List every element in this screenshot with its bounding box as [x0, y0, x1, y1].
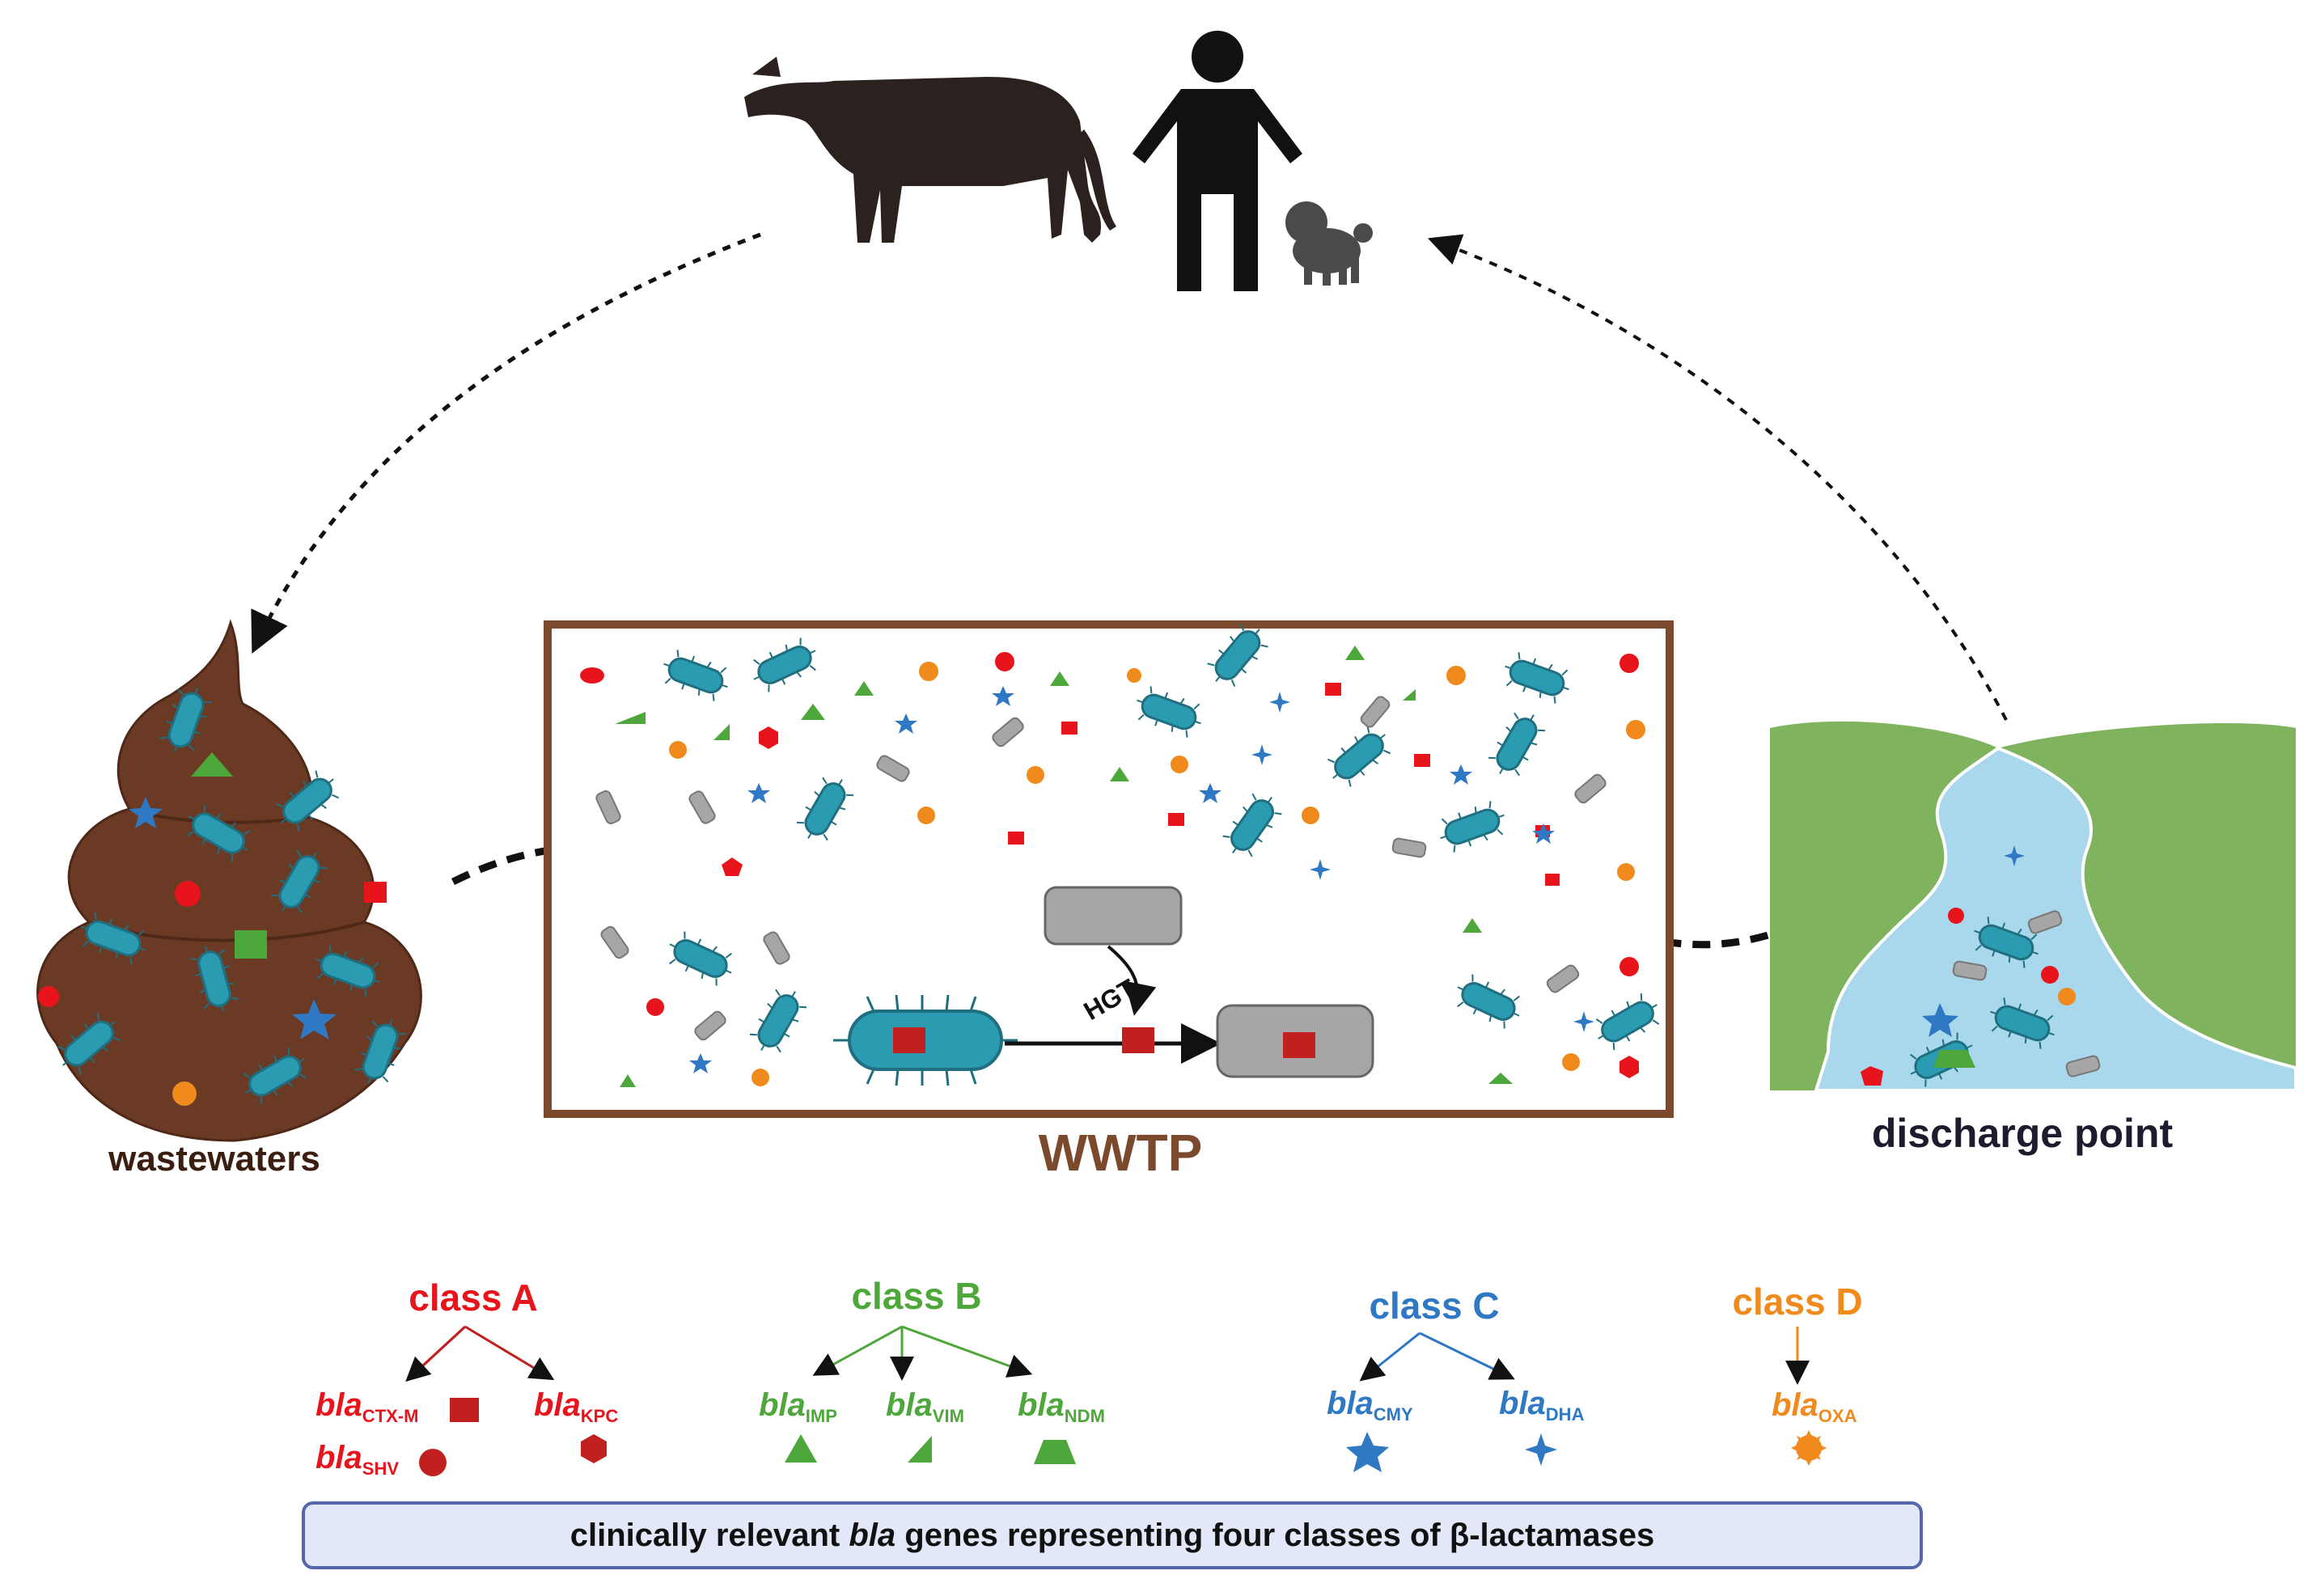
wwtp-box [544, 620, 1674, 1118]
gene-bla-ctx-m: blaCTX-M [315, 1387, 418, 1426]
discharge-illustration [1770, 721, 2297, 1092]
wwtp-label: WWTP [1039, 1124, 1203, 1182]
cmy-star-icon [1346, 1432, 1389, 1472]
cow-icon [744, 57, 1116, 243]
class-b-label: class B [851, 1275, 981, 1317]
gene-bla-kpc: blaKPC [534, 1387, 618, 1426]
class-d-label: class D [1732, 1281, 1862, 1323]
class-c-label: class C [1369, 1285, 1499, 1327]
class-d-group: class D blaOXA [1732, 1281, 1863, 1466]
discharge-point-label: discharge point [1872, 1111, 2174, 1156]
shv-circle-icon [419, 1449, 447, 1476]
dog-icon [1285, 201, 1373, 286]
imp-triangle-icon [785, 1434, 817, 1463]
oxa-sunburst-icon [1791, 1430, 1827, 1466]
class-a-group: class A blaCTX-M blaKPC blaSHV [315, 1276, 618, 1479]
wastewaters-illustration [36, 619, 422, 1142]
gene-bla-vim: blaVIM [886, 1387, 964, 1426]
dha-four-point-star-icon [1525, 1433, 1557, 1466]
kpc-hexagon-icon [581, 1434, 607, 1463]
gene-bla-imp: blaIMP [759, 1387, 837, 1426]
gene-bla-ndm: blaNDM [1018, 1387, 1105, 1426]
wastewaters-label: wastewaters [108, 1139, 320, 1179]
arrow-hosts-to-wastewaters [251, 232, 761, 654]
gene-bla-cmy: blaCMY [1327, 1386, 1413, 1425]
wwtp-contents: HGT [580, 616, 1667, 1087]
class-c-group: class C blaCMY blaDHA [1327, 1285, 1585, 1472]
caption-box [302, 1501, 1923, 1569]
gene-bla-oxa: blaOXA [1772, 1387, 1857, 1426]
vim-right-triangle-icon [908, 1436, 932, 1463]
ndm-trapezoid-icon [1034, 1440, 1076, 1464]
gene-bla-dha: blaDHA [1499, 1386, 1585, 1425]
person-icon [1133, 31, 1302, 291]
class-b-group: class B blaIMP blaVIM blaNDM [759, 1275, 1105, 1464]
donor-bacterium [833, 994, 1018, 1086]
recipient-cell-top [1044, 886, 1183, 946]
gene-bla-shv: blaSHV [315, 1440, 399, 1479]
ctx-m-square-icon [450, 1398, 479, 1422]
caption-text: clinically relevant bla genes representi… [570, 1518, 1655, 1553]
arrow-discharge-to-hosts [1427, 234, 2008, 721]
class-a-label: class A [409, 1276, 537, 1319]
